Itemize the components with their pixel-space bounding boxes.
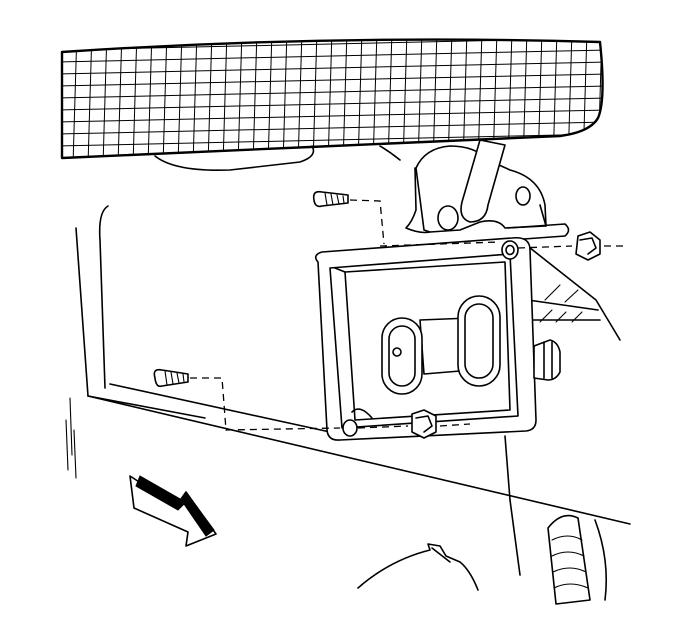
module-connector — [381, 295, 501, 395]
pedal-arm — [405, 139, 570, 241]
upper-screw — [312, 190, 385, 245]
lower-screw — [153, 368, 341, 431]
ribbed-hose — [547, 514, 591, 605]
floor-panel — [65, 205, 631, 601]
mounting-bracket — [519, 239, 621, 341]
lower-nut — [357, 409, 471, 439]
upper-nut — [379, 231, 626, 261]
forward-arrow — [129, 475, 217, 547]
side-stud — [533, 339, 561, 381]
accelerator-pedal — [60, 38, 604, 172]
